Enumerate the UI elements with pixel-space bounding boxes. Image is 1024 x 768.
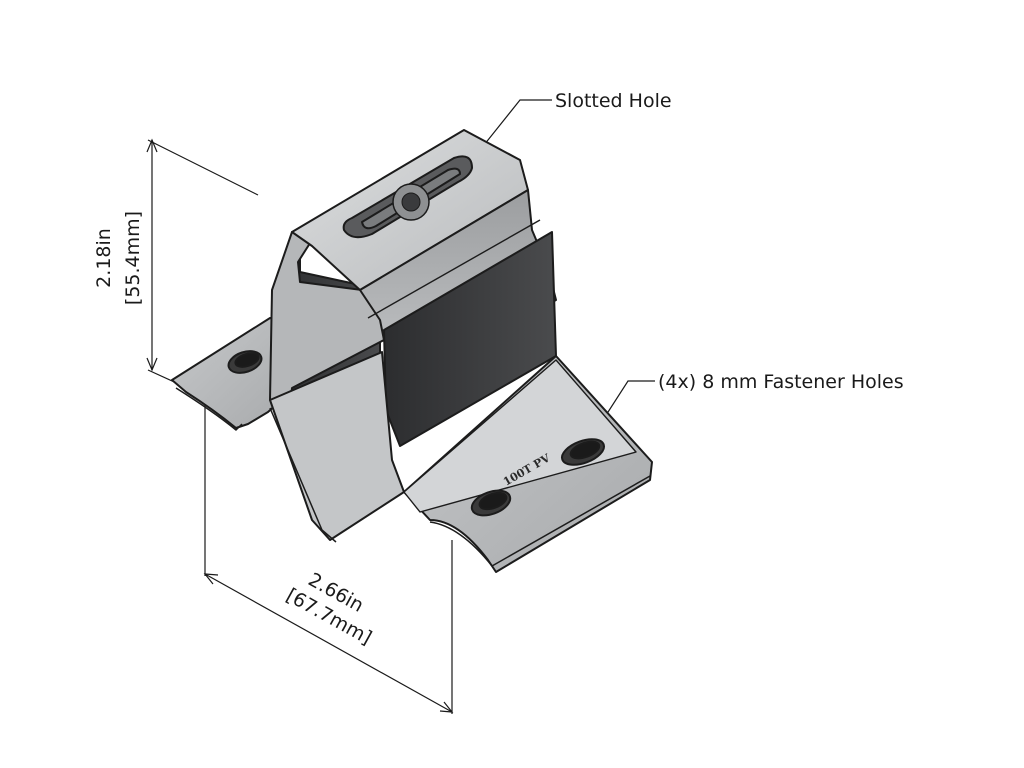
fastener-holes-label: (4x) 8 mm Fastener Holes	[658, 371, 904, 393]
slotted-hole-label: Slotted Hole	[555, 90, 672, 112]
height-mm-label: [55.4mm]	[122, 211, 144, 305]
width-dimension	[203, 396, 454, 714]
bracket-part	[171, 129, 653, 573]
height-inches-label: 2.18in	[93, 228, 115, 288]
